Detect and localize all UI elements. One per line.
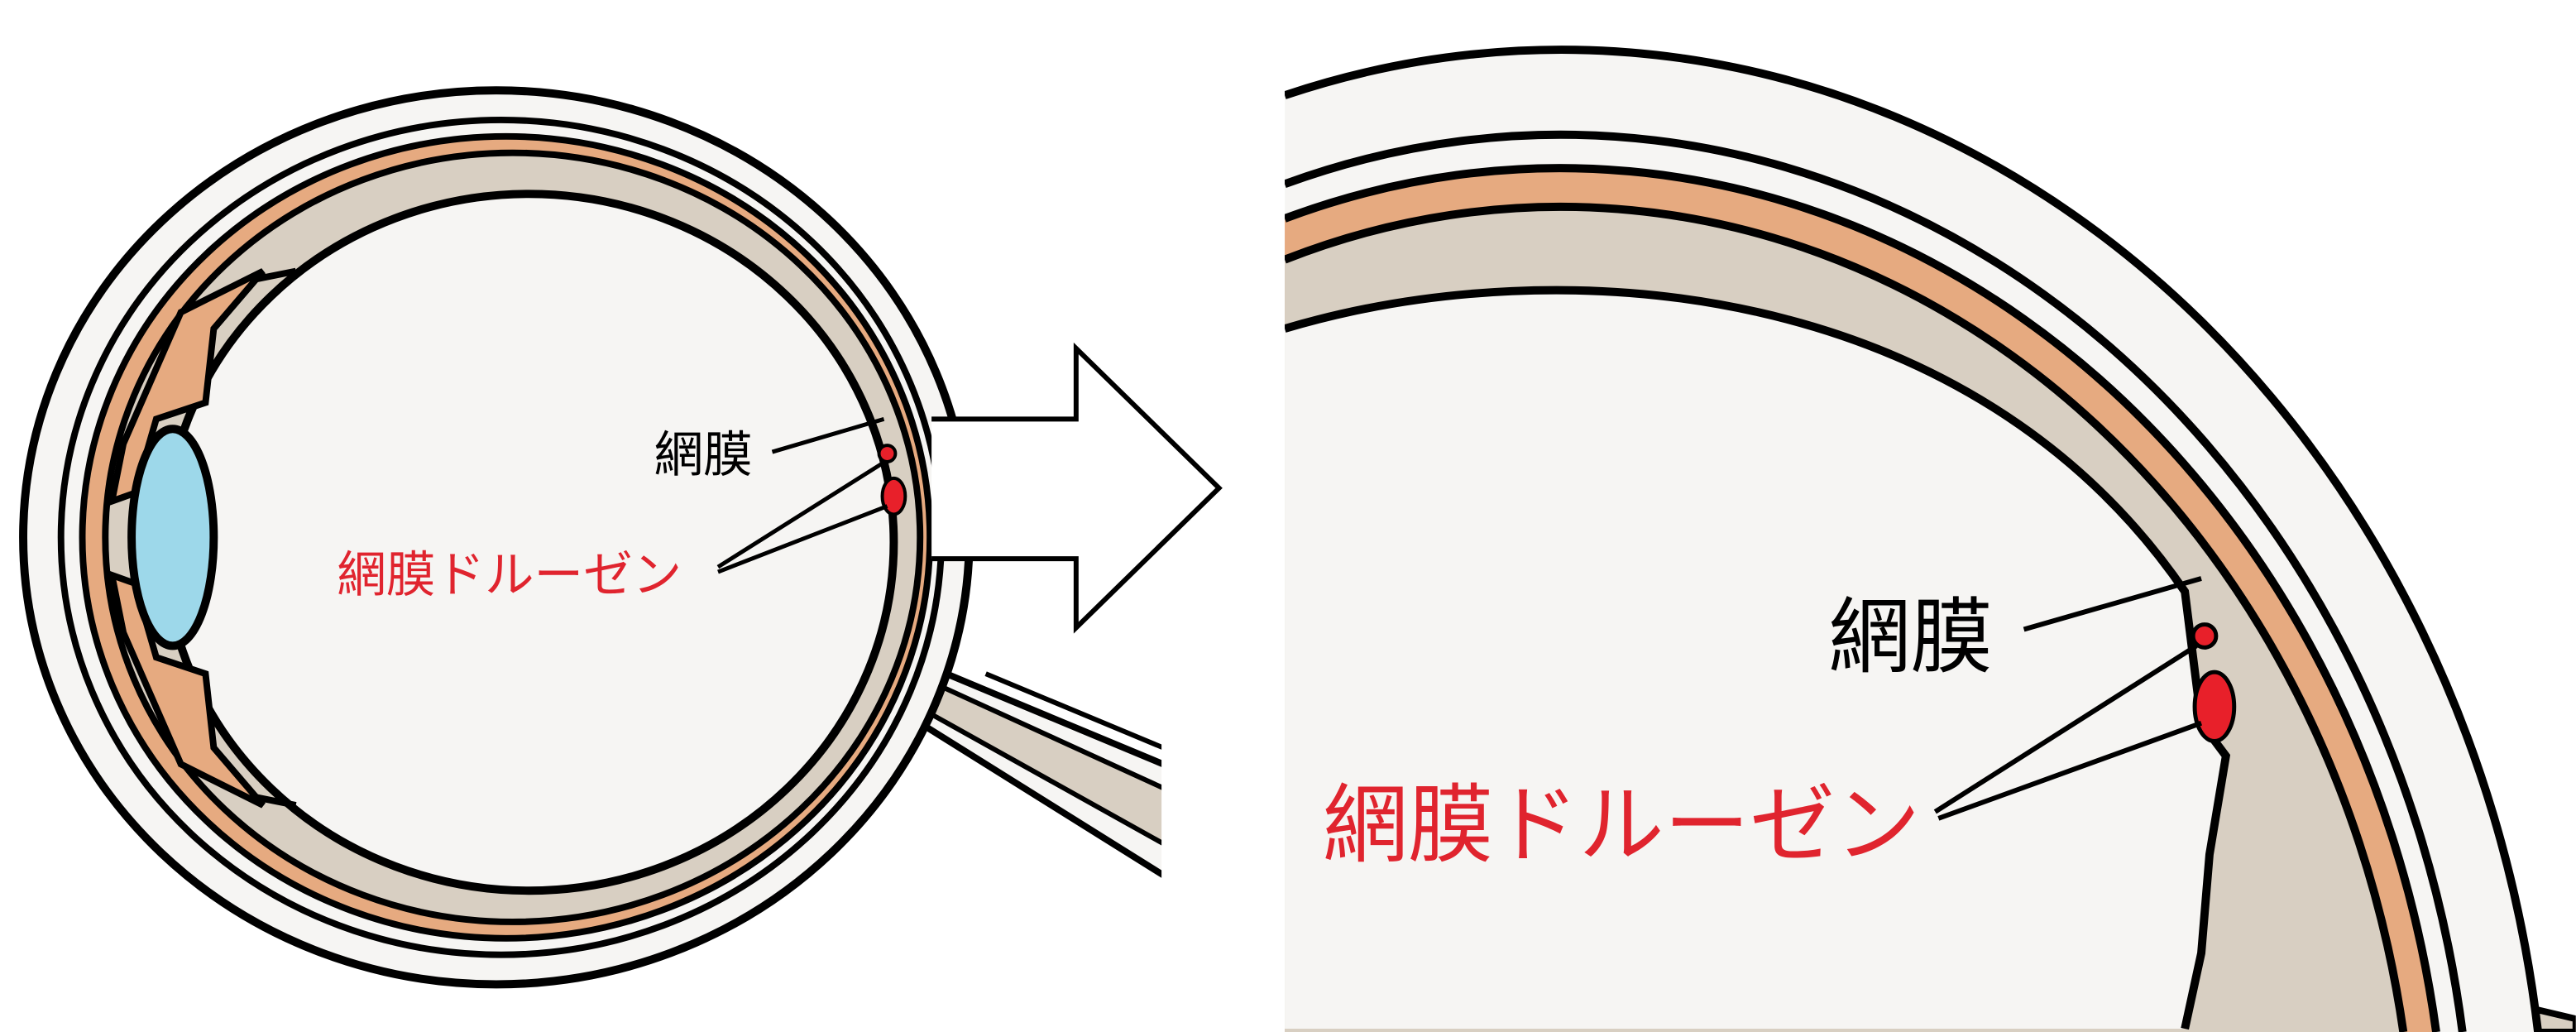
- vitreous-body: [160, 190, 898, 895]
- leader-lines-zoomed: [1933, 576, 2203, 821]
- vitreous-zoomed: [1285, 290, 2226, 1030]
- lens: [127, 425, 218, 650]
- drusen-label-zoomed: 網膜ドルーゼン: [1323, 776, 1921, 876]
- eye-overview: 網膜 網膜ドルーゼン: [19, 86, 1162, 989]
- leader-lines: [716, 416, 888, 574]
- zoom-arrow-icon: [931, 342, 1223, 634]
- eye-zoomed-detail: 網膜 網膜ドルーゼン: [1285, 0, 2576, 1032]
- retina-label-zoomed: 網膜: [1828, 590, 1993, 685]
- drusen-small: [877, 444, 898, 463]
- drusen-large: [880, 476, 907, 516]
- retina-label: 網膜: [654, 427, 753, 484]
- drusen-small-zoomed: [2191, 622, 2219, 650]
- drusen-label: 網膜ドルーゼン: [337, 547, 682, 604]
- drusen-large-zoomed: [2192, 670, 2237, 744]
